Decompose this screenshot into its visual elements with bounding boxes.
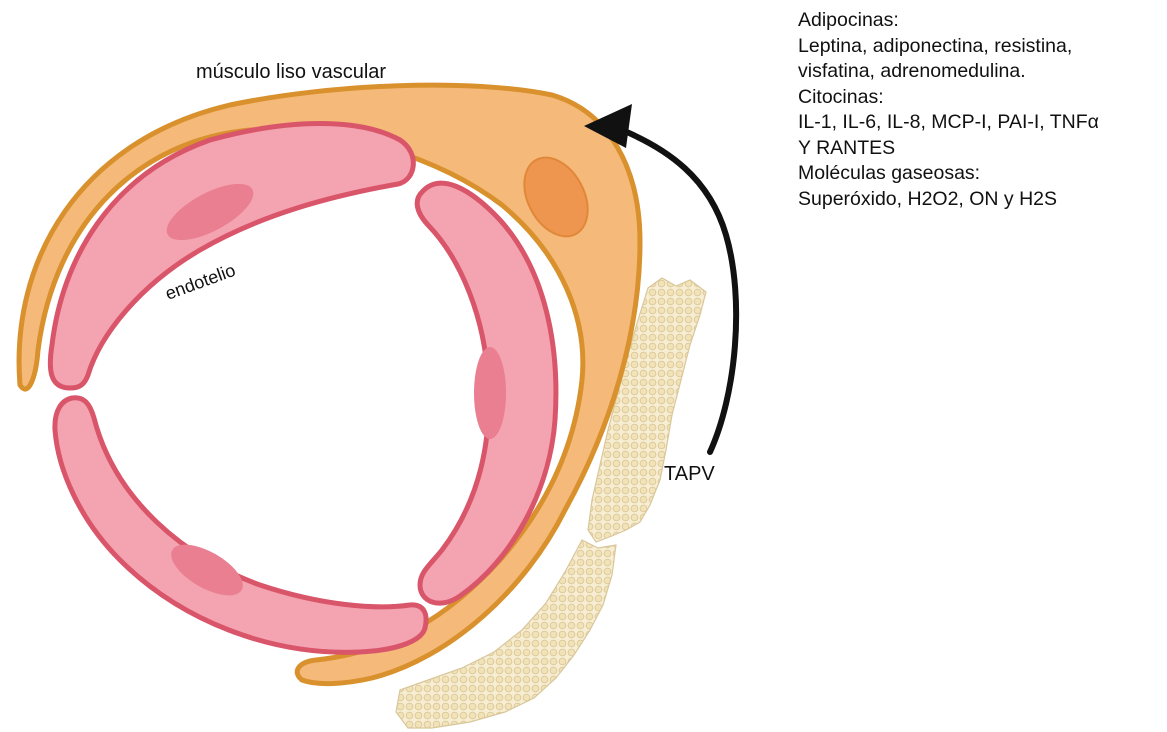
gases-list-line1: Superóxido, H2O2, ON y H2S — [798, 187, 1099, 213]
pvat-label: TAPV — [664, 463, 715, 485]
cytokines-list-line2: Y RANTES — [798, 136, 1099, 162]
secreted-factors-legend: Adipocinas: Leptina, adiponectina, resis… — [798, 8, 1099, 212]
smooth-muscle-label: músculo liso vascular — [196, 61, 386, 83]
endothelial-cell-top — [50, 124, 413, 389]
endothelium-layer — [50, 124, 556, 653]
adipokines-list-line2: visfatina, adrenomedulina. — [798, 59, 1099, 85]
gases-heading: Moléculas gaseosas: — [798, 161, 1099, 187]
cytokines-heading: Citocinas: — [798, 85, 1099, 111]
endothelial-cell-bottom — [55, 398, 426, 653]
adipokines-list-line1: Leptina, adiponectina, resistina, — [798, 34, 1099, 60]
cytokines-list-line1: IL-1, IL-6, IL-8, MCP-I, PAI-I, TNFα — [798, 110, 1099, 136]
adipokines-heading: Adipocinas: — [798, 8, 1099, 34]
endothelial-nucleus-right — [474, 347, 506, 439]
